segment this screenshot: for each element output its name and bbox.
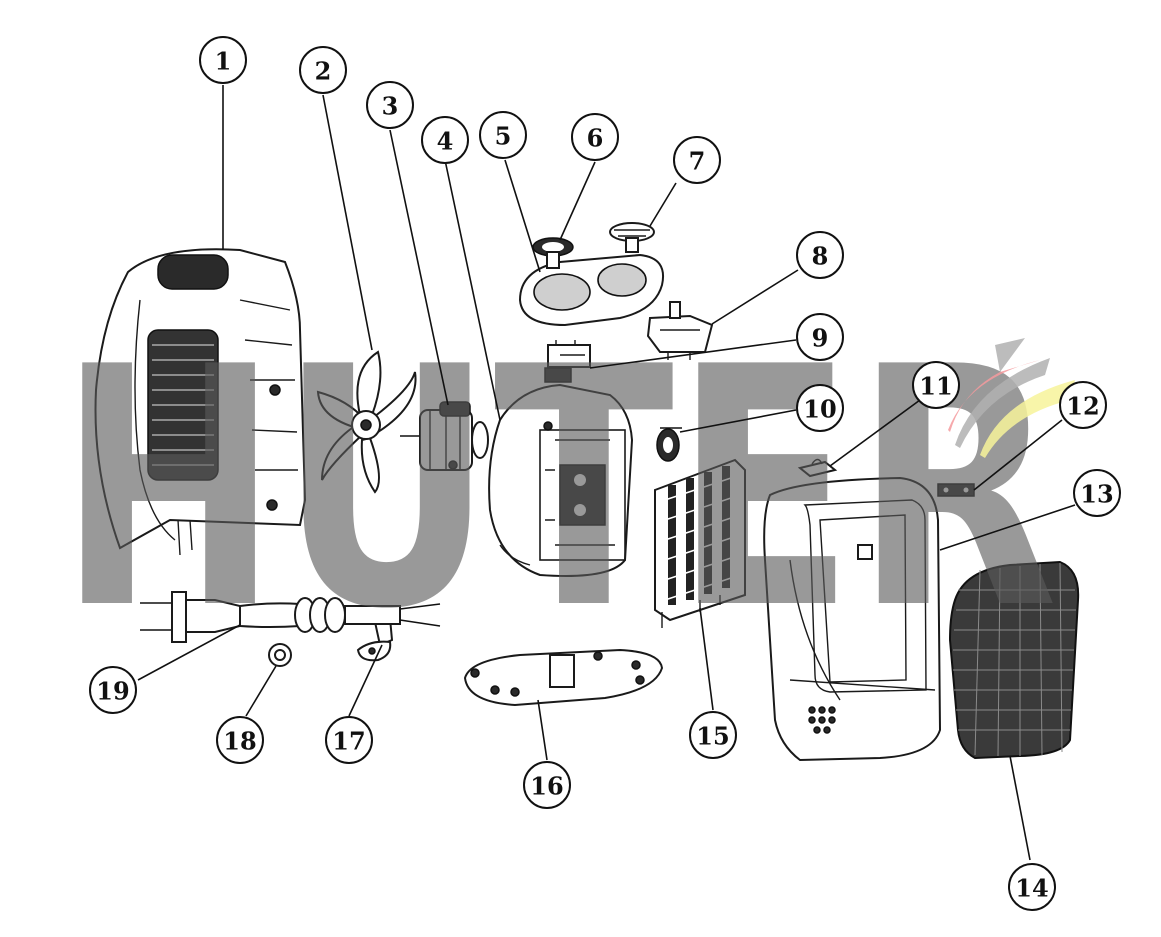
callout-number: 8	[812, 242, 829, 271]
callout-number: 2	[315, 57, 332, 86]
callout-circle	[796, 313, 844, 361]
part-6-knob-ring	[532, 237, 574, 269]
callout-3: 3	[366, 81, 414, 129]
callout-number: 5	[495, 122, 512, 151]
callout-circle	[299, 46, 347, 94]
callout-12: 12	[1059, 381, 1107, 429]
callout-number: 11	[919, 372, 952, 401]
part-19-power-cord	[140, 591, 441, 643]
part-11-clip	[797, 458, 838, 478]
callout-11: 11	[912, 361, 960, 409]
callout-17: 17	[325, 716, 373, 764]
callout-number: 4	[437, 127, 454, 156]
callout-4: 4	[421, 116, 469, 164]
callout-number: 13	[1080, 480, 1113, 509]
callout-circle	[199, 36, 247, 84]
callout-14: 14	[1008, 863, 1056, 911]
part-8-switch	[646, 301, 714, 360]
watermark-text: HUTER	[58, 297, 1058, 681]
callout-6: 6	[571, 113, 619, 161]
part-3-motor	[400, 401, 489, 471]
part-15-heating-element	[654, 458, 746, 628]
callout-number: 1	[215, 47, 232, 76]
part-10-thermal-fuse	[656, 427, 682, 462]
callout-circle	[796, 231, 844, 279]
callout-circle	[89, 666, 137, 714]
callout-number: 6	[587, 124, 604, 153]
callout-circle	[1008, 863, 1056, 911]
callout-16: 16	[523, 761, 571, 809]
part-12-small-plate	[937, 483, 975, 497]
callout-number: 19	[96, 677, 129, 706]
callout-number: 18	[223, 727, 256, 756]
callout-circle	[796, 384, 844, 432]
part-4-motor-bracket	[488, 383, 634, 577]
leader-lines	[137, 85, 1076, 861]
part-5-control-plate	[518, 253, 664, 327]
callout-circle	[1073, 469, 1121, 517]
callout-circle	[216, 716, 264, 764]
callout-1: 1	[199, 36, 247, 84]
callout-2: 2	[299, 46, 347, 94]
callout-number: 9	[812, 324, 829, 353]
callout-8: 8	[796, 231, 844, 279]
part-13-front-housing	[763, 476, 942, 762]
callout-circle	[912, 361, 960, 409]
callout-circle	[366, 81, 414, 129]
part-9-thermostat	[544, 340, 591, 383]
callout-circle	[689, 711, 737, 759]
callout-circle	[571, 113, 619, 161]
huter-watermark: HUTER	[58, 297, 1075, 681]
callout-circle	[325, 716, 373, 764]
part-7-knob	[609, 222, 655, 253]
callout-5: 5	[479, 111, 527, 159]
part-1-rear-housing	[94, 248, 307, 556]
callout-number: 14	[1015, 874, 1048, 903]
logo-swoosh-4	[995, 338, 1025, 372]
logo-swoosh-3	[980, 380, 1075, 458]
callout-number: 3	[382, 92, 399, 121]
callout-19: 19	[89, 666, 137, 714]
logo-swoosh-1	[955, 358, 1050, 448]
callout-15: 15	[689, 711, 737, 759]
callout-circle	[479, 111, 527, 159]
callout-7: 7	[673, 136, 721, 184]
part-16-base-plate	[463, 648, 664, 707]
callout-10: 10	[796, 384, 844, 432]
part-2-fan-blade	[316, 350, 417, 494]
part-14-front-grille	[948, 560, 1080, 760]
callout-circle	[1059, 381, 1107, 429]
callout-number: 17	[332, 727, 365, 756]
watermark-logo	[948, 338, 1075, 458]
callout-9: 9	[796, 313, 844, 361]
callout-18: 18	[216, 716, 264, 764]
callout-number: 16	[530, 772, 563, 801]
part-18-grommet	[268, 643, 292, 667]
callout-13: 13	[1073, 469, 1121, 517]
callout-circle	[523, 761, 571, 809]
callout-number: 15	[696, 722, 729, 751]
callout-number: 7	[689, 147, 706, 176]
callout-number: 12	[1066, 392, 1099, 421]
callout-number: 10	[803, 395, 836, 424]
callout-circle	[673, 136, 721, 184]
callout-circle	[421, 116, 469, 164]
